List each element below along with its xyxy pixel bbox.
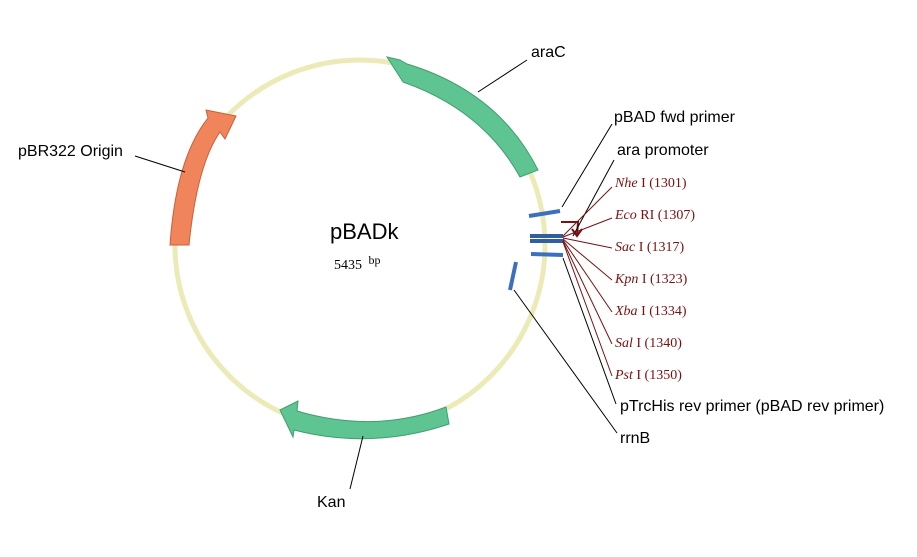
site-xba-name: Xba	[614, 304, 638, 319]
site-label-kpn[interactable]: Kpn I (1323)	[614, 272, 688, 287]
plasmid-size: 5435 bp	[334, 253, 381, 273]
site-nhe-name: Nhe	[614, 176, 638, 191]
leader-pbad-fwd	[561, 123, 613, 208]
label-ara-promoter[interactable]: ara promoter	[617, 142, 709, 159]
label-kan[interactable]: Kan	[317, 494, 345, 511]
site-pst-name: Pst	[614, 368, 634, 383]
leader-pst	[562, 241, 613, 377]
label-ptrchis-rev[interactable]: pTrcHis rev primer (pBAD rev primer)	[620, 398, 884, 415]
restriction-sites: Nhe I (1301) Eco RI (1307) Sac I (1317) …	[614, 176, 695, 383]
plasmid-size-number: 5435	[334, 258, 362, 273]
leader-lines	[134, 59, 618, 490]
leader-arac	[477, 59, 528, 93]
feature-primer-marks	[508, 209, 583, 291]
arac-arrow	[385, 56, 539, 178]
site-label-eco[interactable]: Eco RI (1307)	[614, 208, 695, 223]
site-label-xba[interactable]: Xba I (1334)	[614, 304, 687, 319]
site-label-pst[interactable]: Pst I (1350)	[614, 368, 682, 383]
site-kpn-position: I (1323)	[638, 272, 687, 287]
ptrchis-rev-primer-mark[interactable]	[530, 252, 564, 257]
rrnb-mark[interactable]	[508, 261, 518, 291]
pbad-fwd-primer-mark[interactable]	[528, 209, 561, 218]
site-sac-position: I (1317)	[635, 240, 684, 255]
plasmid-size-unit: bp	[369, 253, 381, 267]
site-eco-name: Eco	[614, 208, 637, 223]
site-leader-lines	[562, 186, 613, 377]
origin-arrow	[169, 109, 237, 246]
label-origin[interactable]: pBR322 Origin	[18, 143, 123, 160]
leader-kan	[349, 435, 364, 490]
leader-eco	[562, 217, 613, 238]
site-kpn-name: Kpn	[614, 272, 638, 287]
label-pbad-fwd[interactable]: pBAD fwd primer	[614, 109, 736, 126]
leader-kpn	[562, 238, 613, 281]
site-label-sac[interactable]: Sac I (1317)	[615, 240, 685, 255]
site-xba-position: I (1334)	[638, 304, 687, 319]
leader-ptrchis-rev	[562, 257, 617, 405]
site-label-nhe[interactable]: Nhe I (1301)	[614, 176, 687, 191]
leader-nhe	[562, 186, 613, 237]
site-sal-position: I (1340)	[633, 336, 682, 351]
site-label-sal[interactable]: Sal I (1340)	[615, 336, 682, 351]
leader-ara-promoter	[572, 159, 615, 237]
feature-kan[interactable]	[279, 400, 450, 440]
site-pst-position: I (1350)	[633, 368, 682, 383]
site-eco-position: RI (1307)	[637, 208, 696, 223]
leader-sal	[562, 240, 613, 345]
feature-arac[interactable]	[385, 56, 539, 178]
leader-rrnb	[513, 289, 618, 434]
leader-xba	[562, 239, 613, 313]
leader-origin	[134, 155, 186, 173]
site-nhe-position: I (1301)	[638, 176, 687, 191]
site-sal-name: Sal	[615, 336, 633, 351]
feature-origin[interactable]	[169, 109, 237, 246]
leader-sac	[562, 237, 613, 249]
label-arac[interactable]: araC	[531, 44, 566, 61]
kan-arrow	[279, 400, 450, 440]
label-rrnb[interactable]: rrnB	[620, 430, 650, 447]
site-sac-name: Sac	[615, 240, 636, 255]
plasmid-name: pBADk	[330, 219, 399, 244]
